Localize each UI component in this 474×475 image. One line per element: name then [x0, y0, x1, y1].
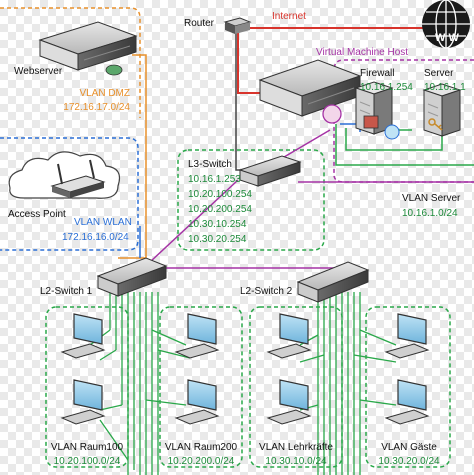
workstation-icon [174, 313, 220, 359]
server-label: Server [424, 68, 454, 79]
workstation-icon [60, 379, 106, 425]
l3-switch-label: L3-Switch [188, 159, 232, 170]
vlan-raum200-name: VLAN Raum200 [164, 442, 238, 453]
vlan-wlan-name: VLAN WLAN [74, 217, 132, 228]
l2-switch-2-label: L2-Switch 2 [240, 286, 293, 297]
l2-switch-1-label: L2-Switch 1 [40, 286, 93, 297]
server-icon [38, 21, 138, 76]
workstation-icon [266, 379, 312, 425]
vlan-raum100-name: VLAN Raum100 [50, 442, 124, 453]
workstation-icon [384, 379, 430, 425]
l3-interface-ip: 10.20.100.254 [188, 189, 252, 200]
workstation-icon [266, 313, 312, 359]
globe-icon: W W [422, 0, 470, 49]
server-ip: 10.16.1.1 [424, 82, 466, 93]
vlan-lehrkraefte-name: VLAN Lehrkräfte [259, 442, 333, 453]
svg-text:W W: W W [435, 32, 459, 44]
workstation-icon [174, 379, 220, 425]
vlan-wlan-net: 172.16.16.0/24 [62, 232, 129, 243]
vlan-dmz-name: VLAN DMZ [79, 88, 130, 99]
server-tower-icon [422, 83, 462, 137]
vlan-raum100-net: 10.20.100.0/24 [53, 456, 121, 467]
vlan-lehrkraefte-net: 10.30.10.0/24 [265, 456, 327, 467]
vlan-gaeste-name: VLAN Gäste [381, 442, 437, 453]
l3-switch-icon [238, 155, 302, 187]
vlan-raum200-group [159, 306, 243, 468]
l3-switch-group [177, 149, 325, 251]
access-point-label: Access Point [8, 209, 66, 220]
vlan-server-name: VLAN Server [402, 193, 461, 204]
firewall-ip: 10.16.1.254 [360, 82, 413, 93]
l2-switch-1-icon [96, 257, 168, 297]
vlan-gaeste-net: 10.30.20.0/24 [378, 456, 440, 467]
firewall-label: Firewall [360, 68, 395, 79]
workstations [60, 313, 430, 425]
vlan-raum200-net: 10.20.200.0/24 [167, 456, 235, 467]
l3-interface-ip: 10.30.10.254 [188, 219, 247, 230]
l3-interface-ip: 10.16.1.253 [188, 174, 241, 185]
workstation-icon [384, 313, 430, 359]
router-icon [223, 17, 252, 34]
vlan-dmz-net: 172.16.17.0/24 [63, 102, 130, 113]
access-point-icon [50, 159, 106, 198]
l3-interface-ip: 10.30.20.254 [188, 234, 247, 245]
internet-label: Internet [272, 11, 306, 22]
key-icon [428, 118, 443, 131]
vlan-gaeste-group [365, 306, 451, 468]
vm-host-icon [258, 59, 362, 124]
router-label: Router [184, 18, 215, 29]
firewall-icon [354, 81, 400, 140]
workstation-icon [60, 313, 106, 359]
vm-host-label: Virtual Machine Host [316, 47, 409, 58]
vlan-server-net: 10.16.1.0/24 [402, 208, 458, 219]
l2-switch-2-icon [296, 261, 370, 303]
webserver-label: Webserver [14, 66, 63, 77]
vlan-wlan-boundary [0, 137, 139, 251]
l3-interface-ip: 10.20.200.254 [188, 204, 252, 215]
